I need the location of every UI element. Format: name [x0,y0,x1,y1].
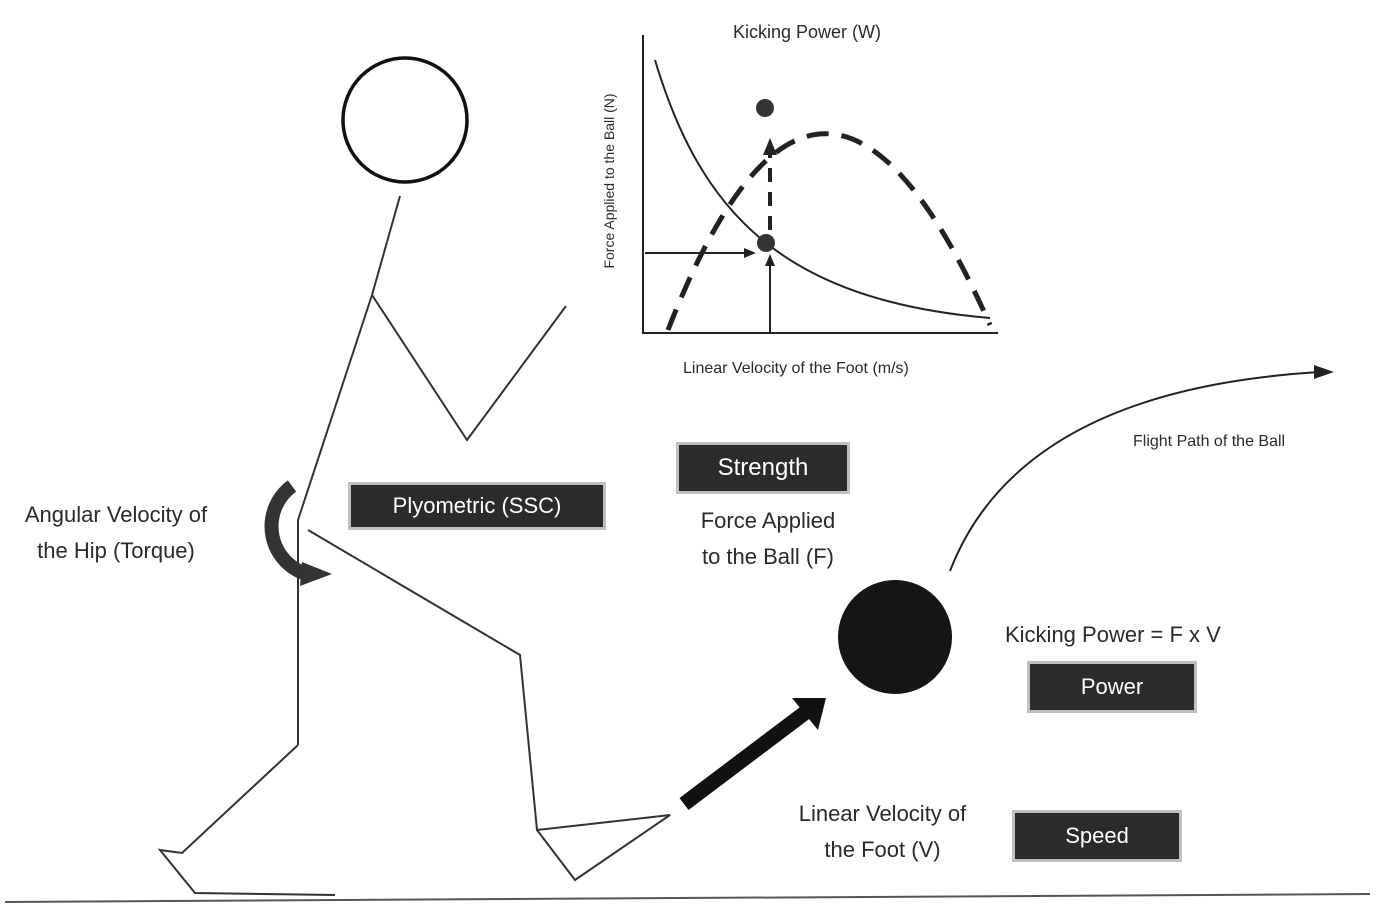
force-label-line1: Force Applied [668,503,868,539]
hip-torque-arrow [272,486,332,586]
figure-head [343,58,467,182]
chart-ylabel: Force Applied to the Ball (N) [601,93,617,268]
ground-line [5,894,1370,902]
ball [838,580,952,694]
peak-power-point [756,99,774,117]
hip-label: Angular Velocity of the Hip (Torque) [2,497,230,569]
foot-label-line2: the Foot (V) [770,832,995,868]
chart-xlabel: Linear Velocity of the Foot (m/s) [683,360,909,378]
power-curve [668,134,990,330]
chart-title: Kicking Power (W) [733,22,881,43]
force-velocity-curve [655,60,990,318]
flight-path [950,365,1334,571]
stick-figure [160,58,670,895]
foot-velocity-arrow [684,698,826,804]
hip-label-line1: Angular Velocity of [2,497,230,533]
inset-chart [643,35,998,333]
foot-label: Linear Velocity of the Foot (V) [770,796,995,868]
chart-axes [643,35,998,333]
foot-label-line1: Linear Velocity of [770,796,995,832]
flight-path-label: Flight Path of the Ball [1133,433,1285,451]
power-formula: Kicking Power = F x V [1005,617,1265,653]
power-box: Power [1027,661,1197,713]
strength-box: Strength [676,442,850,494]
force-label: Force Applied to the Ball (F) [668,503,868,575]
force-label-line2: to the Ball (F) [668,539,868,575]
speed-box: Speed [1012,810,1182,862]
operating-point [757,234,775,252]
hip-label-line2: the Hip (Torque) [2,533,230,569]
plyometric-box: Plyometric (SSC) [348,482,606,530]
